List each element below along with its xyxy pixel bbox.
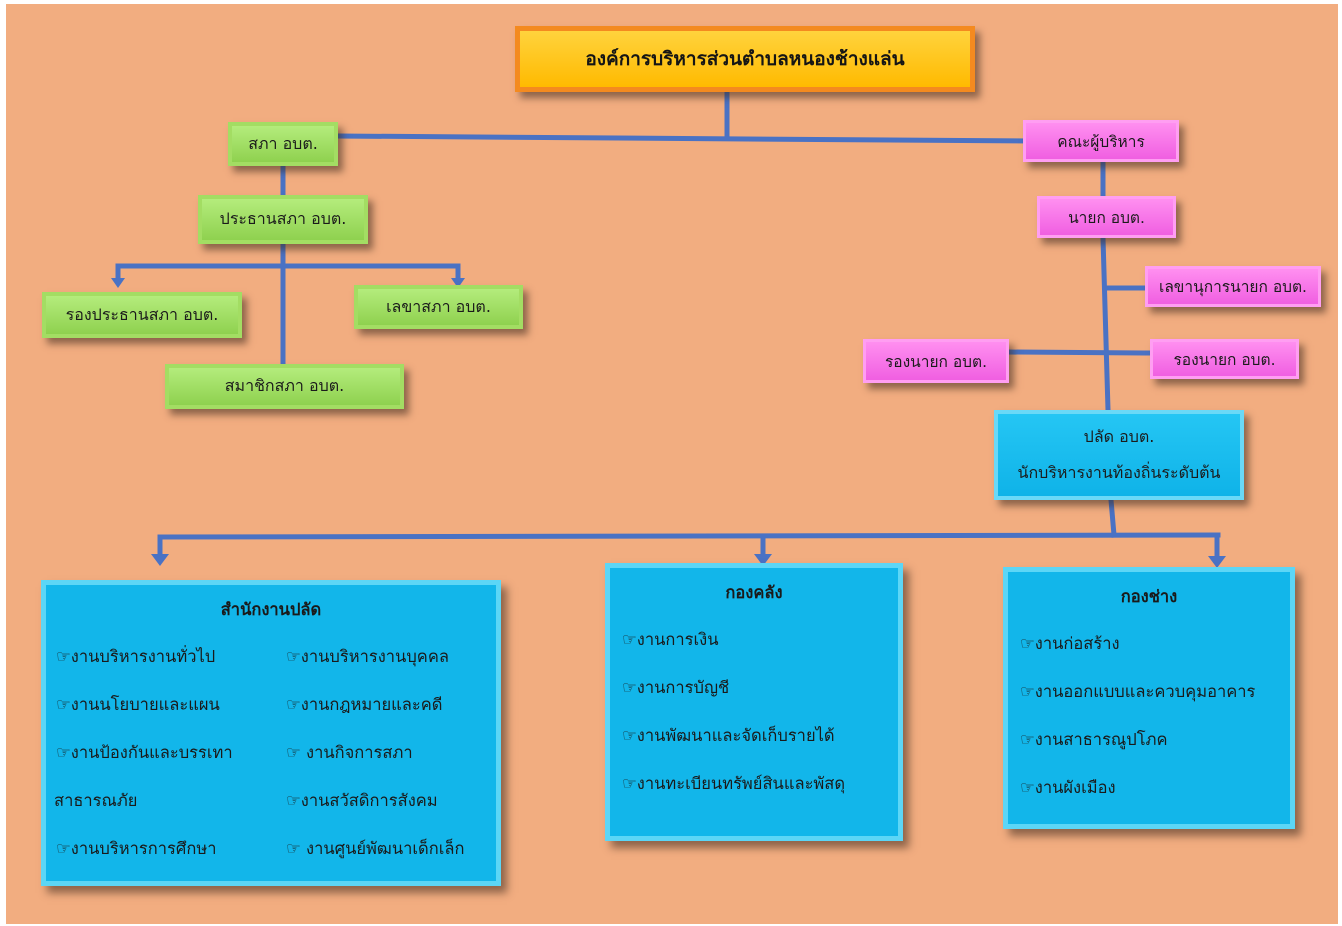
executive-head: คณะผู้บริหาร (1023, 120, 1179, 162)
arrowhead-engineering (1208, 556, 1226, 568)
council-secretary: เลขาสภา อบต. (354, 285, 523, 329)
department-finance-title: กองคลัง (725, 583, 783, 602)
office-item: ☞งานกฎหมายและคดี (286, 695, 443, 714)
palad-title: ปลัด อบต. (1083, 427, 1155, 446)
office-item: สาธารณภัย (54, 791, 138, 810)
council-vice-president: รองประธานสภา อบต. (42, 292, 242, 338)
engineering-item: ☞งานก่อสร้าง (1020, 634, 1120, 653)
office-item: ☞งานบริหารการศึกษา (56, 839, 217, 858)
department-finance: กองคลัง ☞งานการเงิน ☞งานการบัญชี ☞งานพัฒ… (605, 563, 903, 841)
connector-mayor-palad (1100, 235, 1111, 413)
executive-mayor: นายก อบต. (1037, 196, 1176, 238)
arrowhead-secretary (451, 278, 465, 288)
connector-palad (1108, 497, 1117, 538)
connector-deputies (1005, 349, 1153, 356)
finance-item: ☞งานพัฒนาและจัดเก็บรายได้ (622, 726, 835, 745)
executive-mayor-secretary: เลขานุการนายก อบต. (1145, 266, 1321, 307)
engineering-item: ☞งานผังเมือง (1020, 778, 1116, 797)
executive-deputy-left: รองนายก อบต. (863, 339, 1009, 383)
department-office-title: สำนักงานปลัด (220, 600, 322, 619)
org-title: องค์การบริหารส่วนตำบลหนองช้างแล่น (515, 26, 975, 92)
department-engineering: กองช่าง ☞งานก่อสร้าง ☞งานออกแบบและควบคุม… (1003, 567, 1295, 829)
finance-item: ☞งานการบัญชี (622, 678, 730, 697)
council-president: ประธานสภา อบต. (198, 195, 368, 244)
connector-main (335, 133, 1033, 144)
arrowhead-office (151, 554, 169, 566)
office-item: ☞ งานกิจการสภา (286, 743, 413, 762)
office-item: ☞งานบริหารงานบุคคล (286, 647, 449, 666)
council-head: สภา อบต. (228, 122, 338, 166)
engineering-item: ☞งานสาธารณูปโภค (1020, 730, 1168, 749)
finance-item: ☞งานทะเบียนทรัพย์สินและพัสดุ (622, 774, 846, 793)
office-item: ☞งานสวัสดิการสังคม (286, 791, 438, 810)
arrowhead-finance (754, 554, 772, 566)
connector-departments (157, 532, 1221, 540)
engineering-item: ☞งานออกแบบและควบคุมอาคาร (1020, 682, 1256, 701)
palad-subtitle: นักบริหารงานท้องถิ่นระดับต้น (1017, 463, 1221, 482)
office-item: ☞งานบริหารงานทั่วไป (56, 647, 216, 666)
arrowhead-vice-president (111, 278, 125, 288)
office-item: ☞ งานศูนย์พัฒนาเด็กเล็ก (286, 839, 465, 858)
department-office: สำนักงานปลัด ☞งานบริหารงานทั่วไป ☞งานนโย… (41, 580, 501, 886)
department-engineering-title: กองช่าง (1120, 587, 1178, 606)
palad-box: ปลัด อบต. นักบริหารงานท้องถิ่นระดับต้น (994, 410, 1244, 500)
council-members: สมาชิกสภา อบต. (165, 364, 404, 409)
office-item: ☞งานป้องกันและบรรเทา (56, 743, 233, 762)
executive-deputy-right: รองนายก อบต. (1150, 339, 1299, 379)
office-item: ☞งานนโยบายและแผน (56, 695, 220, 714)
finance-item: ☞งานการเงิน (622, 630, 719, 649)
